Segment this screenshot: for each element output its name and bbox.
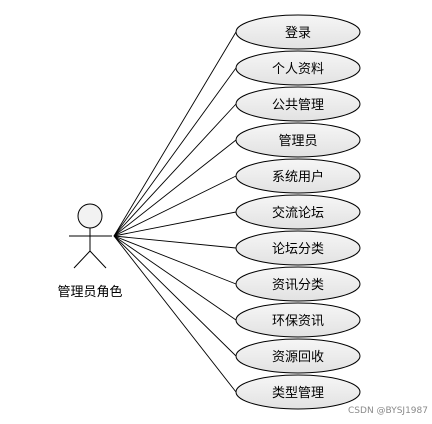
association-line <box>113 175 237 237</box>
association-line <box>113 139 237 237</box>
use-case-label: 资讯分类 <box>272 278 324 293</box>
use-case: 资源回收 <box>235 338 361 374</box>
use-case-ellipse <box>235 338 361 374</box>
use-case-label: 环保资讯 <box>272 314 324 329</box>
use-case-label: 系统用户 <box>272 169 324 185</box>
use-case-ellipse <box>235 230 361 266</box>
use-case-label: 类型管理 <box>272 386 324 401</box>
use-case-label: 登录 <box>285 26 311 41</box>
actor-left-leg <box>73 250 91 269</box>
association-line <box>113 31 237 237</box>
use-case-ellipse <box>235 158 361 194</box>
use-case: 公共管理 <box>235 86 361 122</box>
use-case-label: 公共管理 <box>272 98 324 113</box>
use-case-ellipse <box>235 266 361 302</box>
use-case-list: 登录个人资料公共管理管理员系统用户交流论坛论坛分类资讯分类环保资讯资源回收类型管… <box>235 14 361 410</box>
association-lines <box>113 31 237 393</box>
actor-label: 管理员角色 <box>57 284 122 300</box>
use-case: 登录 <box>235 14 361 50</box>
use-case: 交流论坛 <box>235 194 361 230</box>
use-case: 资讯分类 <box>235 266 361 302</box>
association-line <box>113 103 237 237</box>
association-line <box>113 235 237 321</box>
use-case-label: 论坛分类 <box>272 242 324 257</box>
use-case-label: 个人资料 <box>272 62 324 77</box>
use-case-ellipse <box>235 194 361 230</box>
association-line <box>113 235 237 249</box>
use-case: 个人资料 <box>235 50 361 86</box>
use-case: 环保资讯 <box>235 302 361 338</box>
association-line <box>113 211 237 237</box>
association-line <box>113 235 237 285</box>
association-line <box>113 67 237 237</box>
use-case-ellipse <box>235 302 361 338</box>
use-case-ellipse <box>235 374 361 410</box>
use-case-ellipse <box>235 14 361 50</box>
use-case-ellipse <box>235 50 361 86</box>
use-case-label: 交流论坛 <box>272 205 324 221</box>
use-case: 类型管理 <box>235 374 361 410</box>
association-line <box>113 235 237 393</box>
use-case: 系统用户 <box>235 158 361 194</box>
watermark: CSDN @BYSJ1987 <box>348 406 428 416</box>
use-case: 论坛分类 <box>235 230 361 266</box>
association-line <box>113 235 237 357</box>
use-case-label: 资源回收 <box>272 350 324 365</box>
actor-head <box>77 203 103 229</box>
actor-right-leg <box>89 250 107 269</box>
use-case: 管理员 <box>235 122 361 158</box>
use-case-ellipse <box>235 122 361 158</box>
actor-figure <box>69 203 112 269</box>
use-case-label: 管理员 <box>278 134 317 149</box>
use-case-ellipse <box>235 86 361 122</box>
